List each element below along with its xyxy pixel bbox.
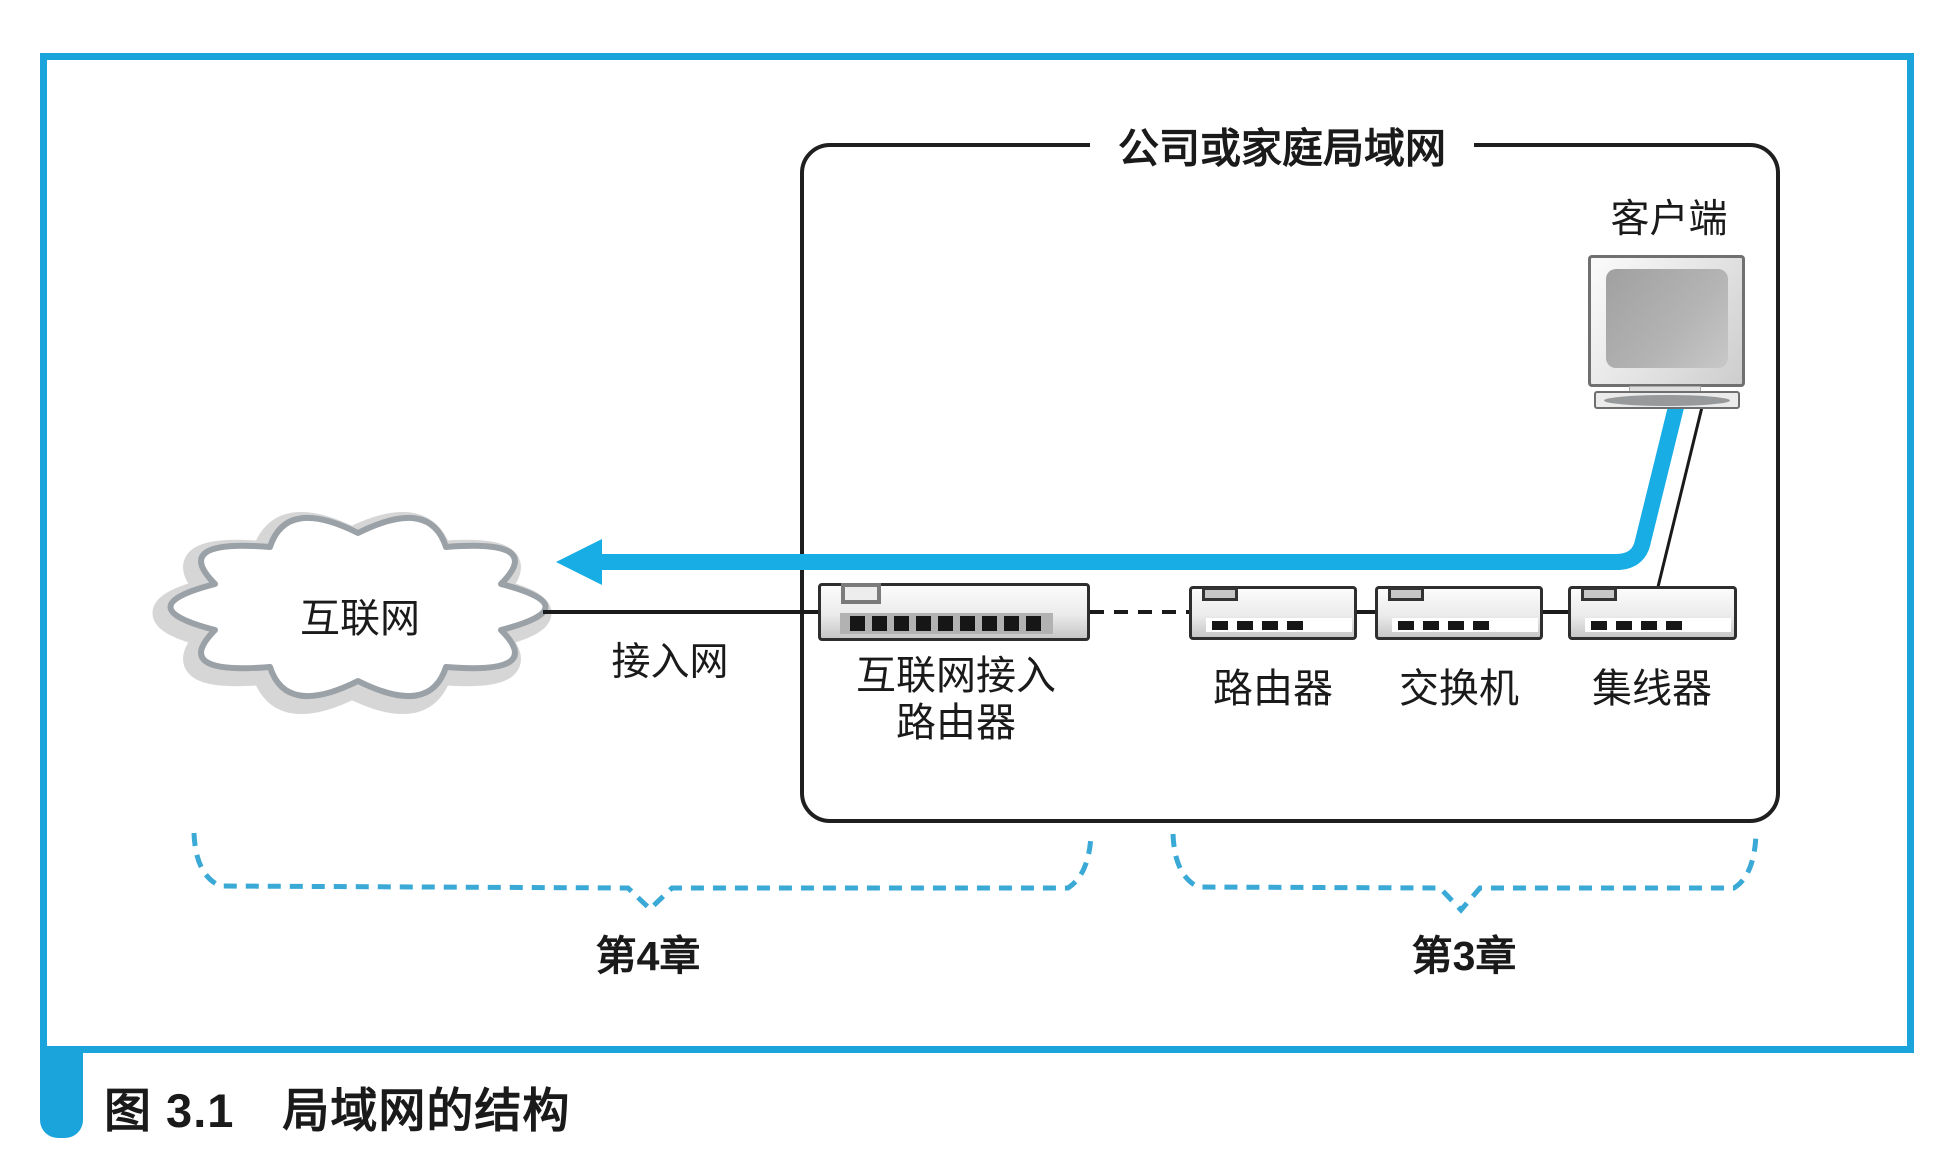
figure-frame-tab bbox=[40, 1046, 83, 1138]
port-icon bbox=[894, 616, 909, 631]
router-tab bbox=[1202, 587, 1238, 601]
hub-tab bbox=[1581, 587, 1617, 601]
led-icon bbox=[1398, 620, 1414, 630]
switch-tab bbox=[1388, 587, 1424, 601]
hub-device bbox=[1568, 586, 1737, 640]
switch-device bbox=[1375, 586, 1543, 640]
access-router-label-line2: 路由器 bbox=[896, 701, 1016, 745]
router-led-strip bbox=[1206, 618, 1352, 632]
led-icon bbox=[1237, 620, 1253, 630]
led-icon bbox=[1473, 620, 1489, 630]
port-icon bbox=[1026, 616, 1041, 631]
access-network-label: 接入网 bbox=[611, 641, 729, 684]
led-icon bbox=[1641, 620, 1657, 630]
client-monitor-base bbox=[1594, 391, 1740, 409]
led-icon bbox=[1423, 620, 1439, 630]
led-icon bbox=[1666, 620, 1682, 630]
client-monitor bbox=[1588, 255, 1745, 387]
port-icon bbox=[960, 616, 975, 631]
chapter4-label: 第4章 bbox=[595, 933, 701, 979]
access-router-label: 互联网接入 路由器 bbox=[856, 653, 1056, 747]
router-label: 路由器 bbox=[1213, 667, 1333, 711]
led-icon bbox=[1448, 620, 1464, 630]
hub-label: 集线器 bbox=[1592, 667, 1712, 711]
access-router-tab bbox=[841, 583, 881, 604]
access-router-port-strip bbox=[840, 613, 1053, 634]
chapter3-label: 第3章 bbox=[1411, 933, 1517, 979]
switch-label: 交换机 bbox=[1399, 667, 1519, 711]
led-icon bbox=[1616, 620, 1632, 630]
led-icon bbox=[1212, 620, 1228, 630]
port-icon bbox=[1004, 616, 1019, 631]
figure-caption: 图 3.1 局域网的结构 bbox=[104, 1084, 571, 1137]
port-icon bbox=[850, 616, 865, 631]
internet-cloud-label: 互联网 bbox=[300, 597, 420, 641]
client-monitor-screen bbox=[1606, 269, 1728, 368]
figure-frame bbox=[40, 53, 1914, 1053]
access-router-label-line1: 互联网接入 bbox=[856, 654, 1056, 698]
access-router-device bbox=[818, 583, 1090, 641]
led-icon bbox=[1287, 620, 1303, 630]
port-icon bbox=[872, 616, 887, 631]
router-device bbox=[1189, 586, 1357, 640]
port-icon bbox=[916, 616, 931, 631]
port-icon bbox=[938, 616, 953, 631]
port-icon bbox=[982, 616, 997, 631]
lan-box-title: 公司或家庭局域网 bbox=[1090, 114, 1474, 175]
switch-led-strip bbox=[1392, 618, 1538, 632]
hub-led-strip bbox=[1585, 618, 1731, 632]
client-monitor-base-ellipse bbox=[1604, 395, 1730, 406]
client-label: 客户端 bbox=[1610, 198, 1728, 241]
led-icon bbox=[1591, 620, 1607, 630]
led-icon bbox=[1262, 620, 1278, 630]
